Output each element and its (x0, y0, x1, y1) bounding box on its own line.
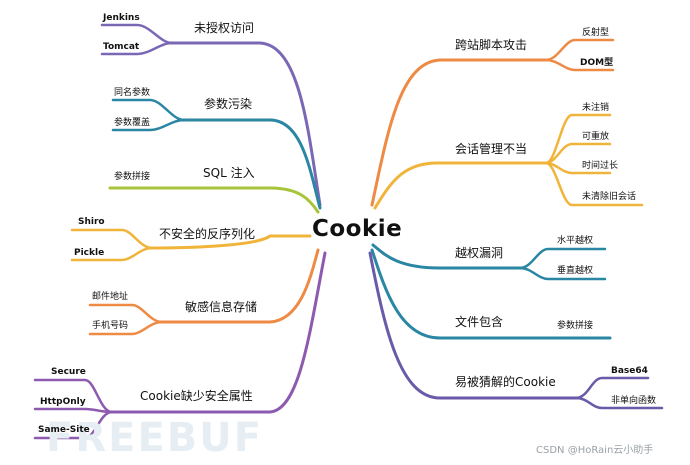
leaf-connector (33, 410, 114, 440)
leaf-connector (111, 98, 186, 122)
leaf-connector (100, 41, 174, 56)
leaf-vertical: 垂直越权 (557, 266, 594, 276)
branch-xss: 跨站脚本攻击 (455, 38, 528, 52)
credit-text: CSDN @HoRain云小助手 (536, 445, 654, 456)
watermark-text: FREEBUF (46, 415, 264, 461)
branch-privilege-escalation: 越权漏洞 (455, 246, 504, 260)
branch-connector (370, 248, 612, 340)
branch-connector (370, 58, 550, 207)
leaf-connector (518, 266, 607, 281)
leaf-not-logged-out: 未注销 (582, 103, 610, 113)
branch-connector (371, 243, 524, 270)
leaf-connector (544, 161, 644, 207)
leaf-param-concat-left: 参数拼接 (114, 172, 151, 182)
leaf-base64: Base64 (611, 366, 648, 376)
branch-connector (108, 251, 327, 414)
leaf-email: 邮件地址 (92, 292, 129, 302)
branch-connector (168, 41, 322, 207)
leaf-connector (100, 23, 174, 45)
leaf-dom: DOM型 (580, 58, 614, 68)
branch-connector (180, 118, 322, 210)
leaf-same-name-param: 同名参数 (114, 88, 151, 98)
branch-connector (368, 251, 580, 400)
leaf-connector (70, 246, 154, 262)
leaf-connector (111, 118, 186, 132)
branch-unauthorized-access: 未授权访问 (194, 21, 255, 35)
branch-parameter-pollution: 参数污染 (204, 97, 253, 111)
leaf-param-concat-right: 参数拼接 (557, 321, 594, 331)
branch-connector (373, 161, 550, 210)
leaf-connector (574, 376, 650, 400)
leaf-connector (33, 378, 114, 414)
leaf-connector (88, 303, 164, 324)
leaf-connector (88, 320, 164, 336)
branch-connector (108, 186, 320, 214)
leaf-tomcat: Tomcat (103, 42, 140, 52)
leaf-pickle: Pickle (74, 248, 105, 258)
branch-missing-security-attrs: Cookie缺少安全属性 (140, 389, 253, 403)
leaf-param-override: 参数覆盖 (114, 118, 151, 128)
leaf-connector (544, 58, 615, 72)
leaf-connector (70, 228, 154, 250)
branch-connector (148, 234, 312, 250)
leaf-reflected: 反射型 (582, 28, 610, 38)
branch-guessable-cookie: 易被猜解的Cookie (455, 375, 556, 389)
branch-sensitive-storage: 敏感信息存储 (185, 300, 258, 314)
leaf-replayable: 可重放 (582, 132, 610, 142)
branch-insecure-deserialization: 不安全的反序列化 (159, 227, 256, 241)
leaf-shiro: Shiro (78, 217, 105, 227)
branch-session-management: 会话管理不当 (455, 142, 528, 156)
branch-file-inclusion: 文件包含 (455, 315, 504, 329)
leaf-connector (574, 396, 664, 410)
leaf-horizontal: 水平越权 (557, 236, 594, 246)
branch-connector (158, 248, 320, 324)
leaf-connector (33, 407, 114, 414)
leaf-same-site: Same-Site (38, 425, 90, 435)
leaf-jenkins: Jenkins (103, 13, 140, 23)
leaf-old-session: 未清除旧会话 (582, 192, 637, 202)
leaf-secure: Secure (51, 367, 86, 377)
leaf-httponly: HttpOnly (40, 397, 86, 407)
leaf-connector (544, 38, 615, 62)
branch-sql-injection: SQL 注入 (203, 166, 255, 180)
leaf-too-long: 时间过长 (582, 161, 619, 171)
center-node: Cookie (312, 216, 403, 242)
leaf-phone: 手机号码 (92, 321, 129, 331)
leaf-non-oneway: 非单向函数 (611, 396, 657, 406)
